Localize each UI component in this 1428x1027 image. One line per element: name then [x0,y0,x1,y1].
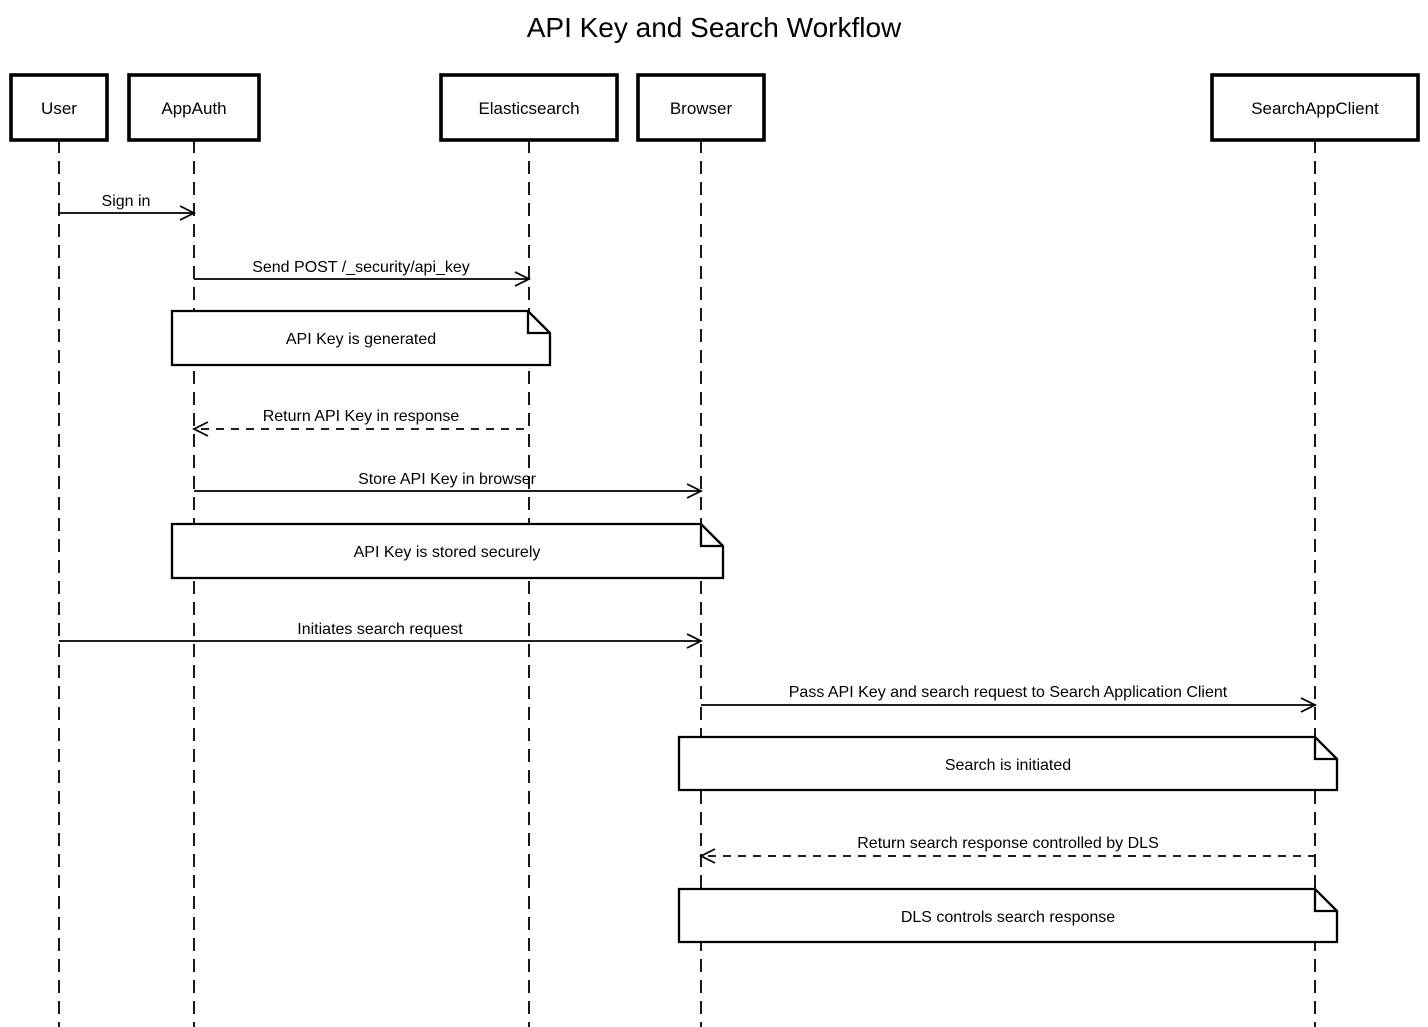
message-store-api-key: Store API Key in browser [194,471,704,499]
actor-box [9,73,109,142]
arrowhead-left-icon [698,848,716,864]
message-store-api-key-label: Store API Key in browser [358,471,537,488]
arrowhead-right-icon [514,271,532,287]
message-return-api-key-label: Return API Key in response [263,408,460,425]
actor-searchappclient-label: SearchAppClient [1251,99,1379,118]
message-sign-in-label: Sign in [102,193,151,210]
note-api-key-stored: API Key is stored securely [170,522,725,580]
arrowhead-right-icon [1300,697,1318,713]
note-search-initiated: Search is initiated [677,735,1339,792]
actor-browser-label: Browser [670,99,733,118]
note-shape [170,309,552,367]
note-shape [677,735,1339,792]
message-initiates-search-label: Initiates search request [297,621,463,638]
note-dls-controls: DLS controls search response [677,887,1339,944]
message-pass-api-key: Pass API Key and search request to Searc… [701,684,1318,713]
message-return-search-response: Return search response controlled by DLS [698,835,1315,864]
actor-appauth-label: AppAuth [161,99,226,118]
message-return-search-response-label: Return search response controlled by DLS [857,835,1159,852]
note-api-key-stored-label: API Key is stored securely [354,544,541,561]
note-fold-corner-icon [1313,889,1337,913]
actor-searchappclient: SearchAppClient [1210,73,1420,142]
arrowhead-right-icon [179,205,197,221]
actor-box [439,73,619,142]
note-dls-controls-label: DLS controls search response [901,909,1115,926]
note-api-key-generated-label: API Key is generated [286,331,436,348]
arrowhead-right-icon [686,633,704,649]
arrowhead-left-icon [191,421,209,437]
actor-elasticsearch-label: Elasticsearch [478,99,579,118]
message-pass-api-key-label: Pass API Key and search request to Searc… [789,684,1228,701]
message-send-post-label: Send POST /_security/api_key [252,259,470,276]
message-initiates-search: Initiates search request [59,621,704,649]
actor-user-label: User [41,99,77,118]
message-return-api-key: Return API Key in response [191,408,529,437]
actor-browser: Browser [636,73,766,142]
note-fold-corner-icon [699,524,723,548]
note-fold-corner-icon [526,311,550,335]
note-shape [677,887,1339,944]
actor-box [1210,73,1420,142]
note-api-key-generated: API Key is generated [170,309,552,367]
actor-appauth: AppAuth [127,73,261,142]
message-send-post: Send POST /_security/api_key [194,259,532,287]
actor-box [127,73,261,142]
note-shape [170,522,725,580]
arrowhead-right-icon [686,483,704,499]
note-search-initiated-label: Search is initiated [945,757,1071,774]
diagram-title: API Key and Search Workflow [527,12,902,43]
actor-box [636,73,766,142]
note-fold-corner-icon [1313,737,1337,761]
actor-user: User [9,73,109,142]
message-sign-in: Sign in [59,193,197,221]
actor-elasticsearch: Elasticsearch [439,73,619,142]
